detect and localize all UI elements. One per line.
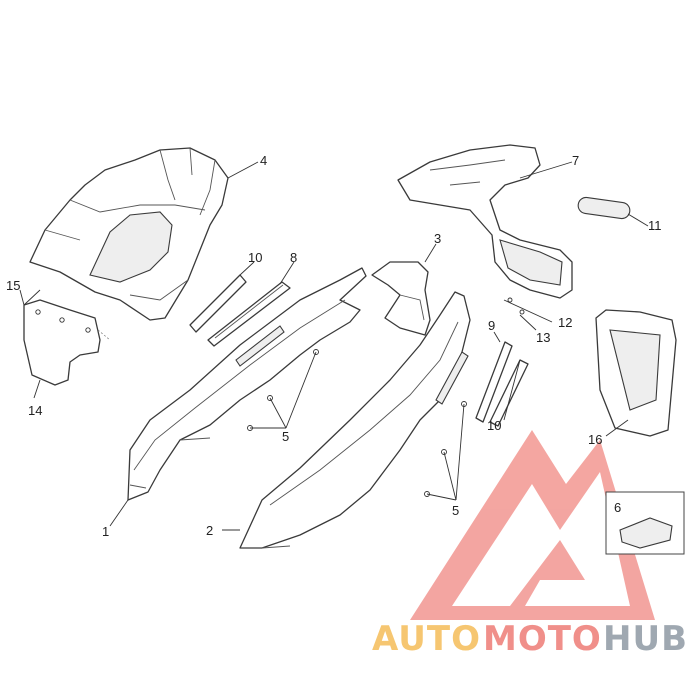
callout-13: 13	[536, 330, 550, 345]
callout-2: 2	[206, 523, 213, 538]
callout-14: 14	[28, 403, 42, 418]
part-8-trim-strip	[207, 281, 291, 347]
part-2-right-side-panel	[239, 291, 471, 549]
part-10-right-trim-strip	[489, 359, 529, 427]
callout-6: 6	[614, 500, 621, 515]
part-9-trim-strip	[475, 341, 513, 423]
callout-3: 3	[434, 231, 441, 246]
callout-5-left: 5	[282, 429, 289, 444]
watermark-text-auto: AUTO	[372, 619, 481, 659]
part-7-rear-mudguard	[397, 144, 573, 299]
callout-8: 8	[290, 250, 297, 265]
part-1-left-side-panel	[127, 267, 367, 501]
callout-labels: 4 7 3 10 8 11 12 13 9 15 14 5 16 10 6 5 …	[6, 153, 662, 539]
callout-16: 16	[588, 432, 602, 447]
part-10-left-trim-strip	[189, 274, 247, 333]
leader-lines	[19, 161, 649, 531]
callout-12: 12	[558, 315, 572, 330]
part-11-reflector	[577, 196, 631, 220]
part-3-small-cover	[371, 261, 431, 336]
callout-11: 11	[648, 218, 662, 233]
callout-10-left: 10	[248, 250, 262, 265]
callout-15: 15	[6, 278, 20, 293]
watermark-triangle	[410, 430, 655, 620]
watermark-text-hub: HUB	[603, 619, 688, 659]
watermark-triangle-inner	[510, 540, 585, 606]
part-4-inner-panel	[29, 147, 229, 321]
part-14-bracket-plate	[23, 299, 111, 386]
callout-7: 7	[572, 153, 579, 168]
watermark-text-moto: MOTO	[483, 619, 602, 659]
callout-9: 9	[488, 318, 495, 333]
inset-part-6	[605, 491, 685, 555]
callout-1: 1	[102, 524, 109, 539]
watermark-logo: AUTO MOTO HUB	[372, 430, 688, 659]
part-16-plate-holder	[595, 309, 677, 437]
callout-4: 4	[260, 153, 267, 168]
callout-5-right: 5	[452, 503, 459, 518]
callout-10-right: 10	[487, 418, 501, 433]
